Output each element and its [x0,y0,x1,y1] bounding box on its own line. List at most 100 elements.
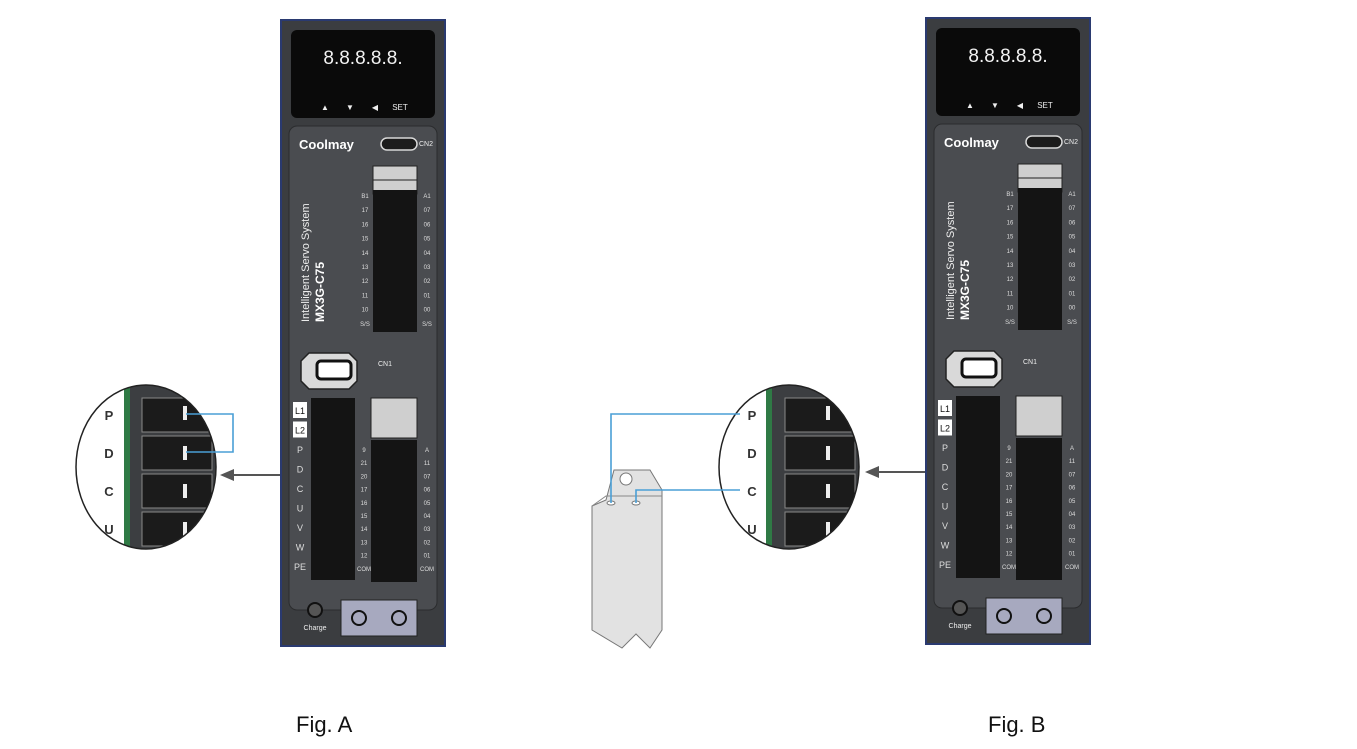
zoom-terminal-label: D [104,446,113,461]
io-pin-label: A [1070,446,1074,452]
cn2-pin-label: 11 [1007,291,1014,297]
brand-logo-b: Coolmay [944,135,1000,150]
io-pin-label: 06 [424,488,431,494]
cn2-pin-label: S/S [1005,320,1015,326]
io-pin-label: 21 [361,461,368,467]
cn2-pin-label: S/S [1067,320,1077,326]
io-pin-label: 01 [1069,552,1076,558]
power-terminal-label: PE [939,560,951,570]
terminal-highlight [938,400,952,416]
cn2-pin-label: 02 [424,279,431,285]
io-pin-label: 12 [361,554,368,560]
power-terminal-label: V [297,523,303,533]
cn2-pin-label: 10 [1007,306,1014,312]
terminal-labels-fig-a: B11716151413121110S/SA10706050403020100S… [293,194,434,573]
power-terminal-label: C [942,482,949,492]
resistor-wire-p [610,413,740,503]
resistor-wire-c [635,489,740,503]
io-pin-label: 12 [1006,552,1013,558]
key-set[interactable]: SET [392,103,408,112]
key-row-b: ▲ ▼ ◀ SET [966,101,1053,110]
power-terminal-label: PE [294,562,306,572]
io-pin-label: 14 [361,527,368,533]
io-pin-label: 04 [424,514,431,520]
terminal-labels-fig-b: B11716151413121110S/SA10706050403020100S… [938,192,1079,571]
io-pin-label: 05 [1069,499,1076,505]
cn2-pin-label: 01 [424,293,431,299]
cn2-pin-label: 04 [1069,249,1076,255]
cn2-pin-label: A1 [423,194,431,200]
io-pin-label: 03 [1069,525,1076,531]
cn2-pin-label: B1 [361,194,369,200]
io-pin-label: 20 [1006,472,1013,478]
terminal-highlight [938,419,952,436]
io-pin-label: 05 [424,501,431,507]
braking-resistor [591,469,663,649]
cn2-pin-label: 03 [424,265,431,271]
product-subtitle: Intelligent Servo System [300,203,312,322]
io-pin-label: COM [1002,565,1016,571]
cn2-pin-label: 02 [1069,277,1076,283]
cn2-pin-label: S/S [422,322,432,328]
power-terminal-label: L1 [295,406,305,416]
io-pin-label: 02 [424,540,431,546]
terminal-highlight [293,402,307,418]
display-digits-b: 8.8.8.8.8. [968,46,1047,67]
key-down-b[interactable]: ▼ [991,101,999,110]
io-pin-label: 17 [1006,486,1013,492]
zoom-terminal-label: U [747,522,756,537]
power-terminal-label: P [942,443,948,453]
key-up-b[interactable]: ▲ [966,101,974,110]
io-pin-label: 02 [1069,538,1076,544]
cn2-pin-label: 13 [1007,263,1014,269]
zoom-circle-fig-a [75,384,234,550]
cn2-pin-label: 16 [362,222,369,228]
drive-fig-b [924,16,1092,646]
io-pin-label: 04 [1069,512,1076,518]
key-down[interactable]: ▼ [346,103,354,112]
io-pin-label: 14 [1006,525,1013,531]
drive-fig-a [279,18,447,648]
io-pin-label: 16 [1006,499,1013,505]
io-pin-label: 13 [1006,538,1013,544]
io-pin-label: 01 [424,554,431,560]
cn2-pin-label: 10 [362,308,369,314]
cn2-pin-label: 05 [424,237,431,243]
power-terminal-label: P [297,445,303,455]
io-pin-label: 13 [361,540,368,546]
key-row: ▲ ▼ ◀ SET [321,103,408,112]
charge-label: Charge [304,625,327,632]
cn2-pin-label: 05 [1069,235,1076,241]
cn2-pin-label: 16 [1007,220,1014,226]
io-pin-label: 15 [361,514,368,520]
io-pin-label: A [425,448,429,454]
zoom-terminal-label: C [104,484,114,499]
io-pin-label: 21 [1006,459,1013,465]
terminal-highlight [293,421,307,438]
cn2-pin-label: 14 [362,251,369,257]
product-model-b: MX3G-C75 [958,260,972,320]
power-terminal-label: U [942,502,949,512]
cn2-pin-label: 01 [1069,291,1076,297]
cn2-pin-label: 11 [362,293,369,299]
key-left-b[interactable]: ◀ [1017,101,1024,110]
key-up[interactable]: ▲ [321,103,329,112]
cn2-pin-label: 07 [1069,206,1076,212]
zoom-circle-fig-b [718,384,860,550]
cn2-label: CN2 [419,141,433,148]
arrow-fig-a [220,469,280,481]
caption-fig-b: Fig. B [988,712,1046,737]
cn2-label-b: CN2 [1064,139,1078,146]
io-pin-label: 03 [424,527,431,533]
key-left[interactable]: ◀ [372,103,379,112]
cn2-pin-label: 00 [1069,306,1076,312]
io-pin-label: 11 [1069,459,1076,465]
zoom-terminal-label: P [748,408,757,423]
key-set-b[interactable]: SET [1037,101,1053,110]
cn2-pin-label: 13 [362,265,369,271]
power-terminal-label: D [942,463,949,473]
io-pin-label: 20 [361,474,368,480]
io-pin-label: 9 [1007,446,1011,452]
